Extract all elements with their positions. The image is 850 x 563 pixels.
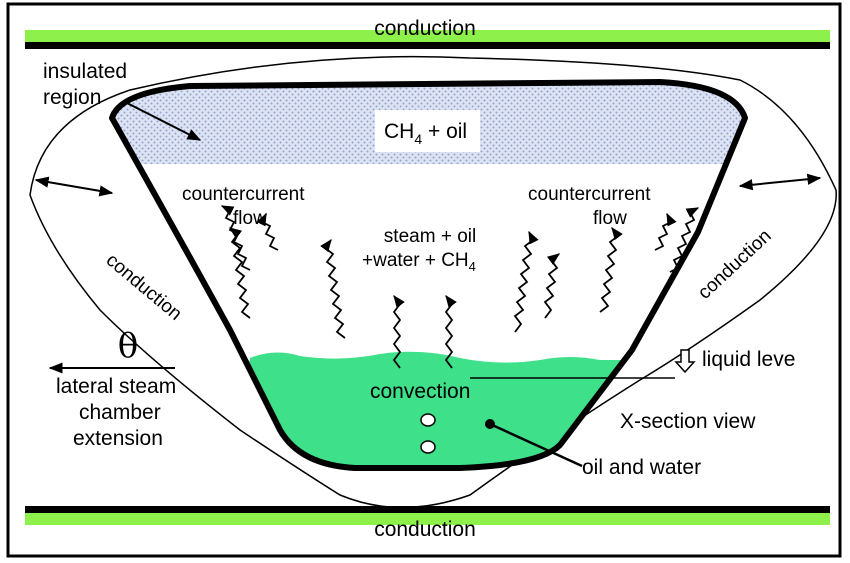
bubble-lower: [420, 440, 436, 454]
insulated-label-line1: insulated: [43, 60, 127, 83]
bubble-upper: [420, 413, 436, 427]
ch4-oil-label: CH4 + oil: [384, 120, 467, 147]
theta-symbol: θ: [118, 326, 138, 366]
liquid-pool: [230, 351, 640, 468]
top-conduction-band: [25, 30, 830, 49]
steam-label-line2: +water + CH4: [362, 250, 476, 274]
ch4-oil-box: [375, 110, 480, 152]
insulated-pointer-arrow: [124, 101, 202, 141]
steam-label-line1: steam + oil: [384, 226, 476, 247]
bottom-conduction-label: conduction: [374, 518, 476, 541]
oil-water-label: oil and water: [582, 456, 701, 479]
lateral-label-line1: lateral steam: [56, 375, 176, 398]
countercurrent-left-line2: flow: [233, 208, 267, 229]
insulated-label-line2: region: [43, 86, 101, 109]
conduction-left-label: conduction: [102, 250, 186, 325]
liquid-level-arrow-icon: [674, 349, 696, 374]
outer-frame: [6, 2, 842, 558]
countercurrent-left-line1: countercurrent: [182, 184, 305, 205]
xsection-label: X-section view: [620, 410, 756, 433]
left-heat-arrow: [34, 176, 114, 197]
convection-label: convection: [370, 380, 470, 403]
lateral-label-line3: extension: [73, 427, 163, 450]
countercurrent-right-line2: flow: [593, 208, 627, 229]
liquid-level-label: liquid leve: [702, 348, 795, 371]
countercurrent-arrows: [220, 205, 700, 369]
lateral-label-line2: chamber: [79, 401, 161, 424]
conduction-right-label: conduction: [694, 226, 776, 304]
steam-chamber-outline: [109, 79, 748, 471]
oil-water-dot: [485, 419, 495, 429]
oil-water-pointer: [489, 422, 583, 468]
countercurrent-right-line1: countercurrent: [528, 184, 651, 205]
bottom-conduction-band: [25, 506, 830, 525]
conduction-envelope: [29, 55, 837, 509]
right-heat-arrow: [738, 173, 822, 191]
top-conduction-label: conduction: [374, 17, 476, 40]
